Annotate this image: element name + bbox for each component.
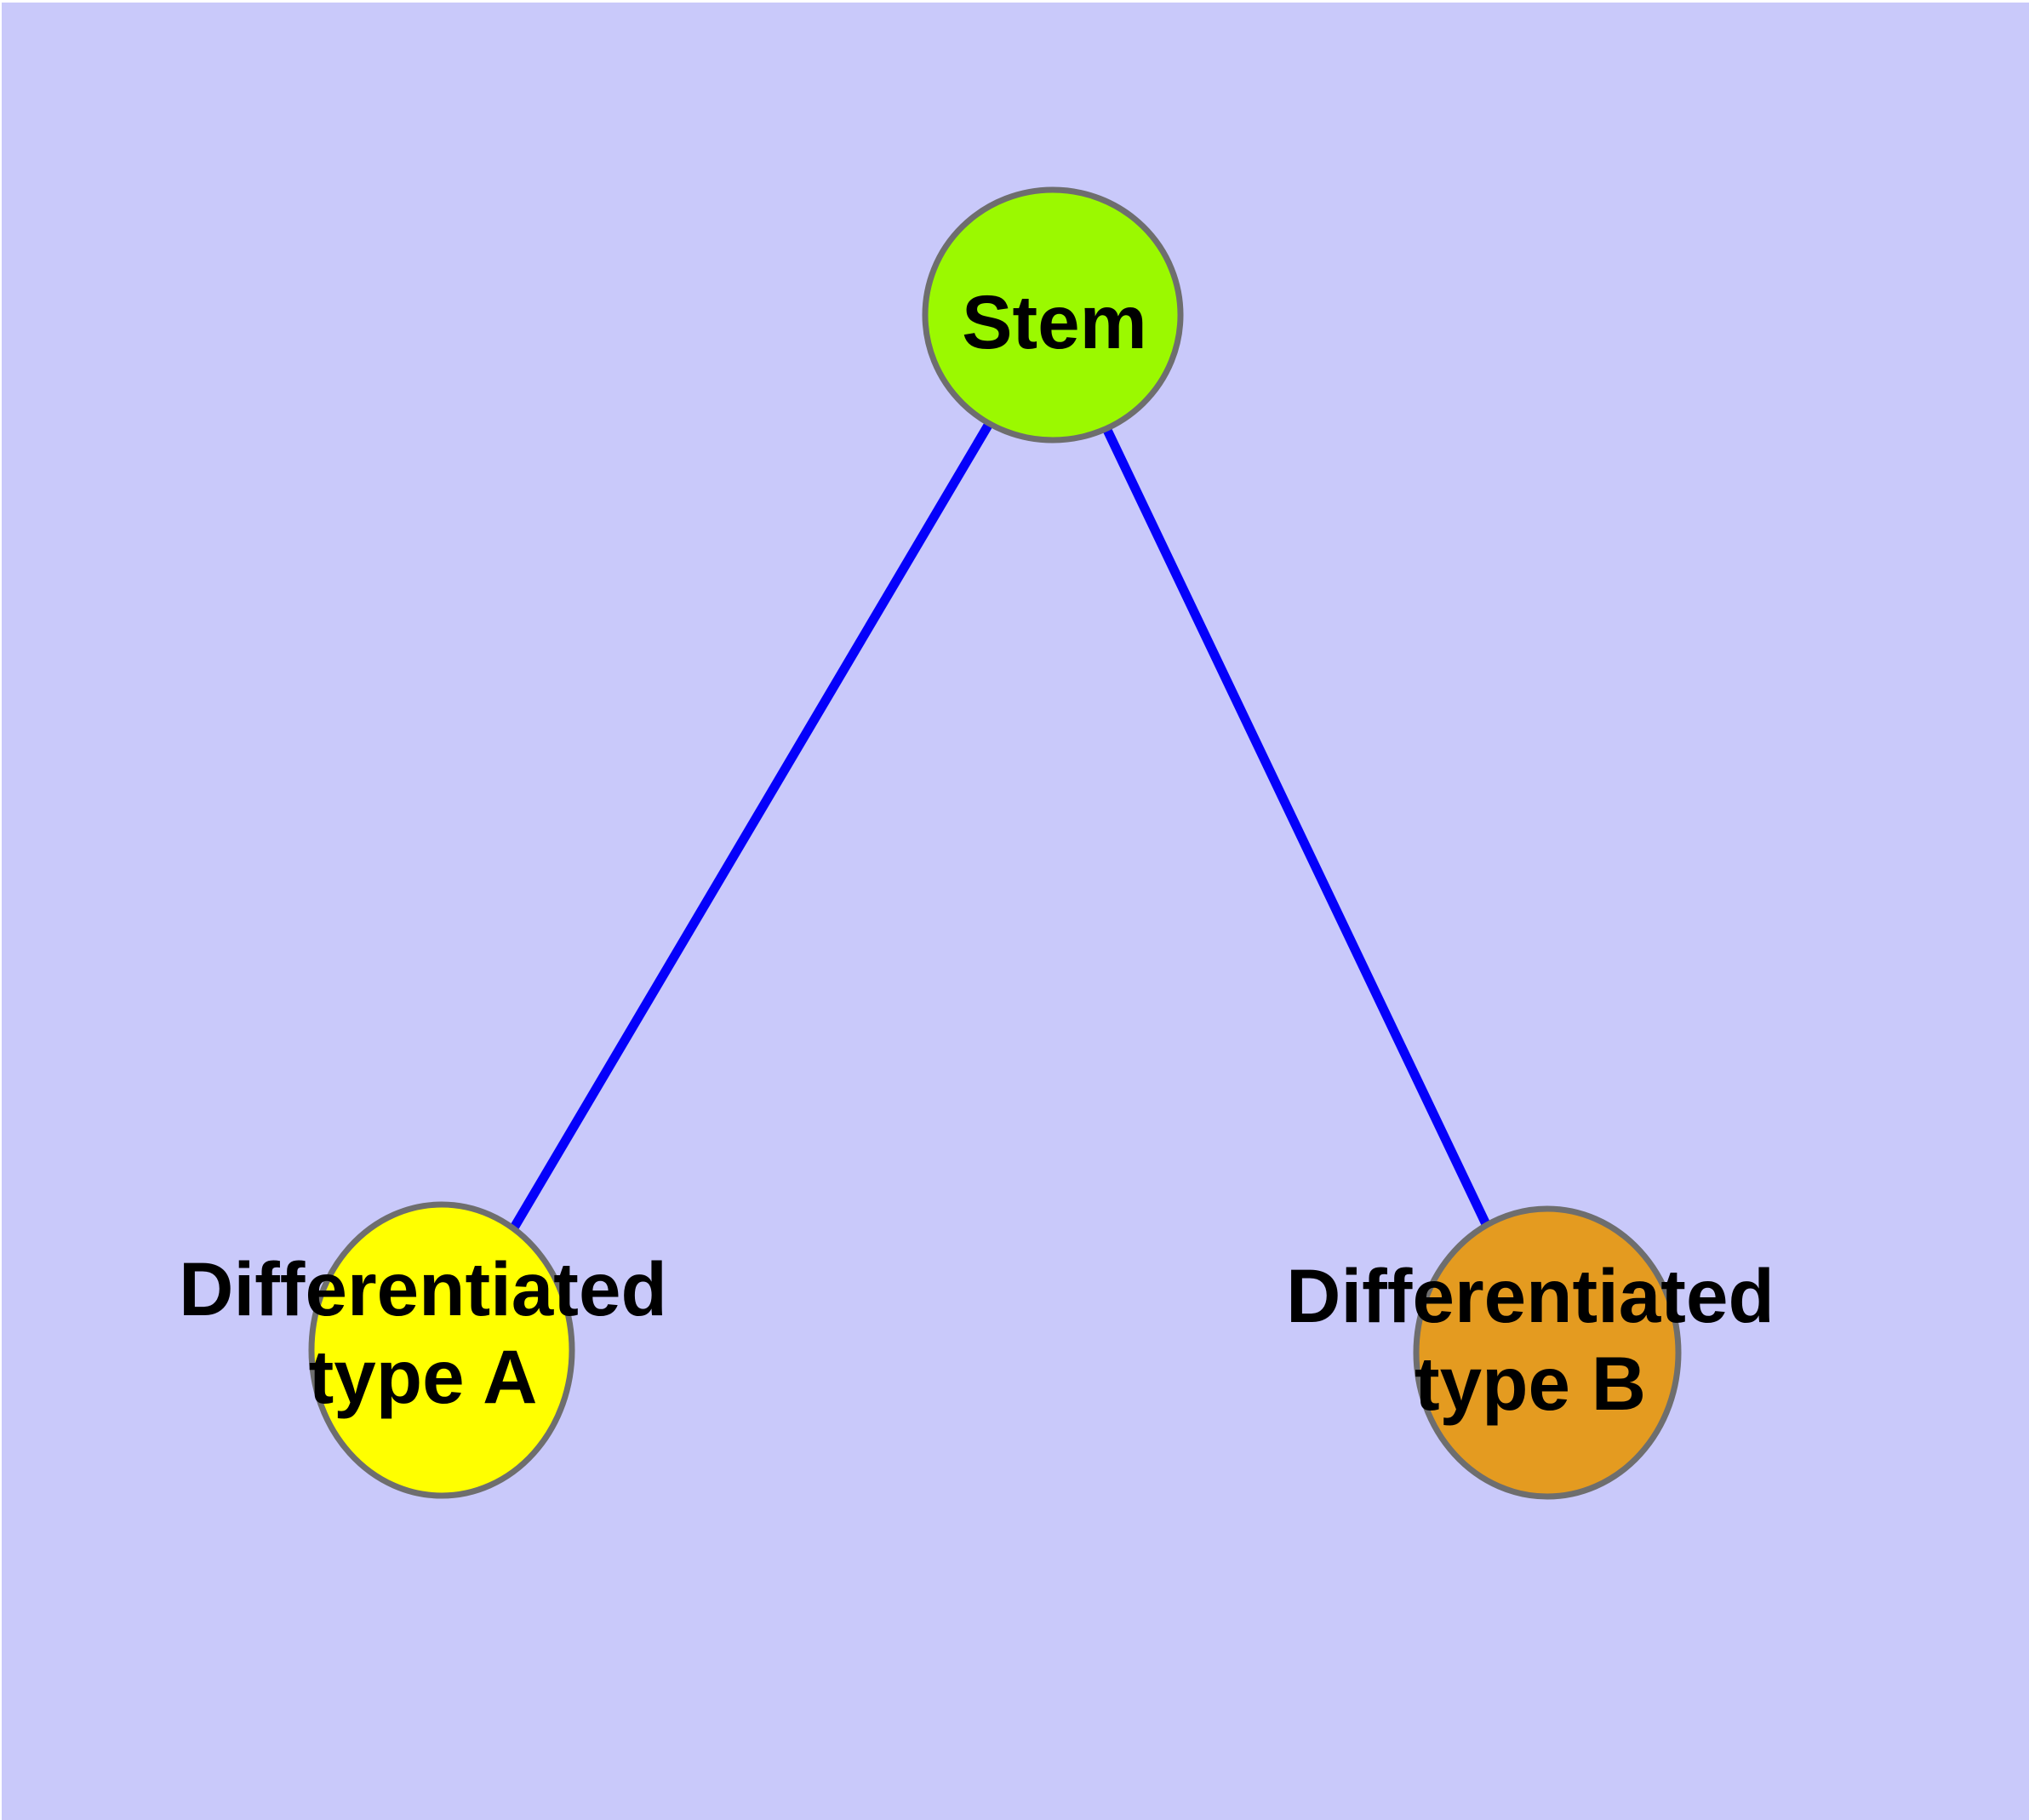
node-differentiated-type-a: Differentiated type A [179,1201,667,1499]
node-type-b-circle [1413,1205,1682,1500]
node-type-a-label-line2: type A [309,1334,538,1419]
node-stem-circle [922,186,1184,444]
node-stem-label: Stem [962,279,1147,364]
node-type-b-label-line1: Differentiated [1286,1253,1775,1338]
node-type-a-circle [308,1201,575,1499]
edge-group [437,313,1552,1355]
node-stem: Stem [922,186,1184,444]
edge-stem-to-type-a [437,313,1057,1353]
node-type-a-label-line1: Differentiated [179,1246,667,1331]
node-type-b-label-line2: type B [1415,1341,1646,1426]
node-differentiated-type-b: Differentiated type B [1286,1205,1775,1500]
edge-stem-to-type-b [1049,313,1552,1355]
